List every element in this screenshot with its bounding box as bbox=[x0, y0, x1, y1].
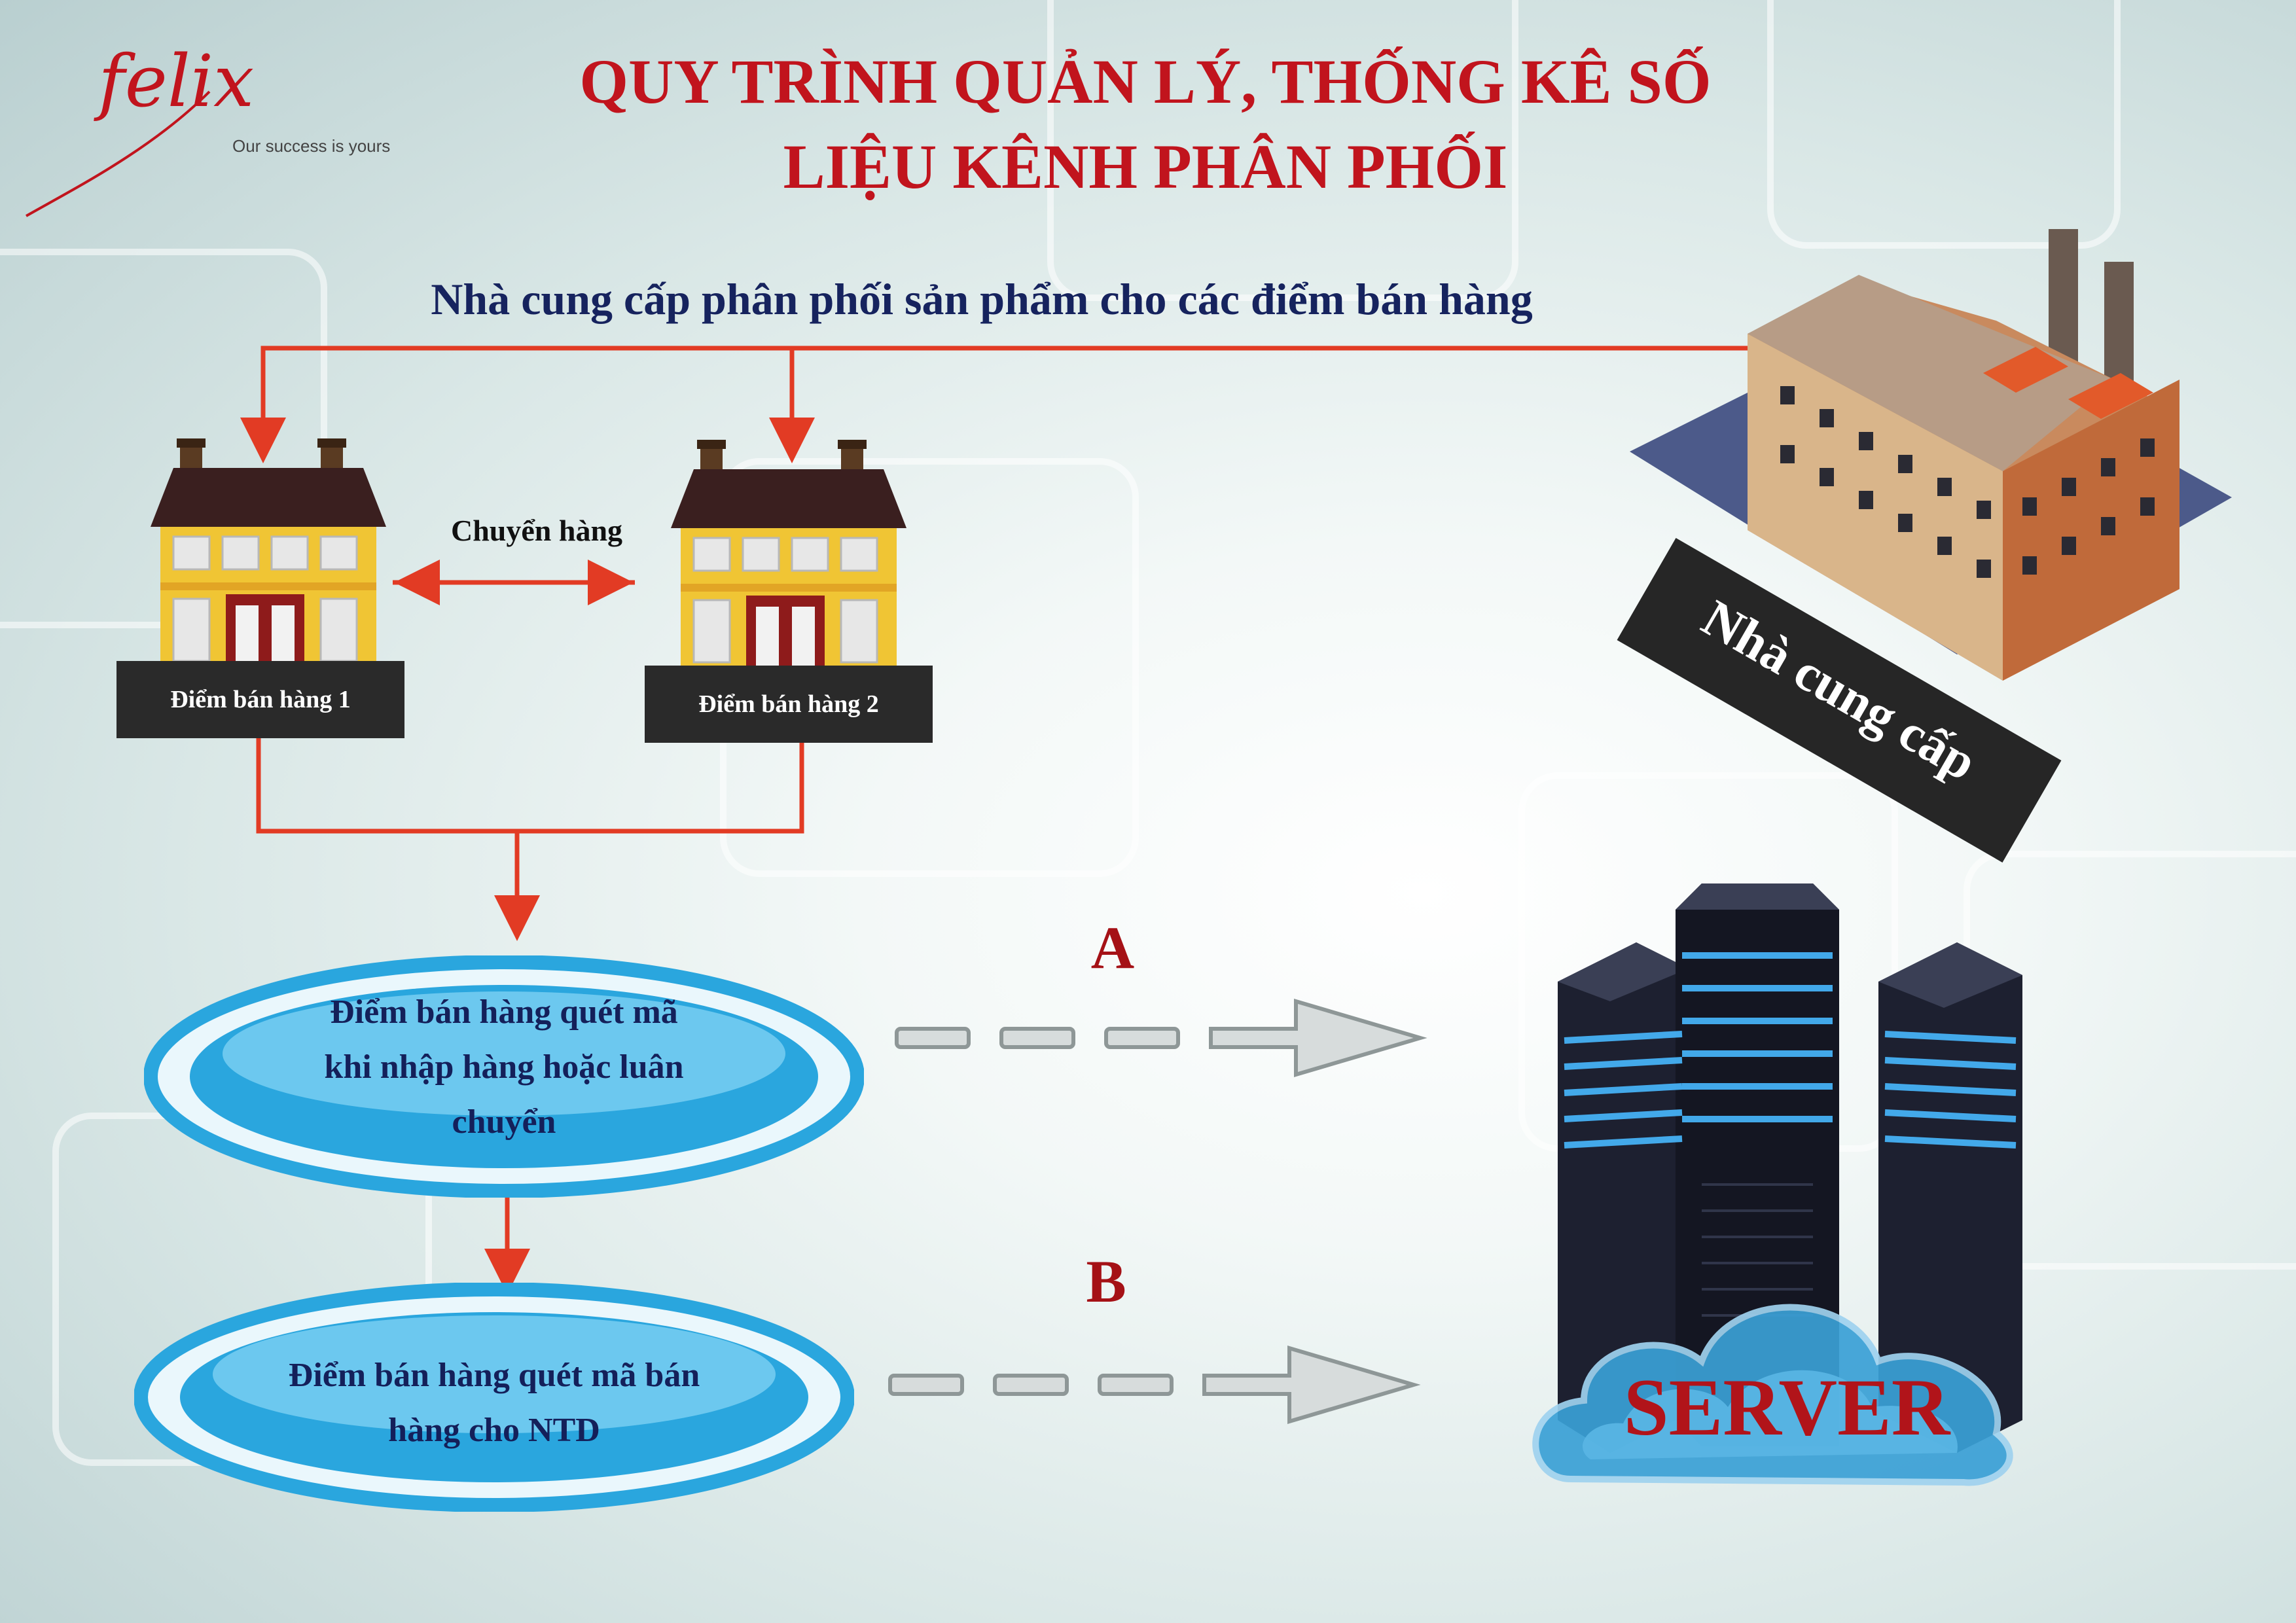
step-a-letter: A bbox=[1090, 914, 1135, 981]
step-a-ellipse bbox=[144, 955, 864, 1198]
step-b-letter: B bbox=[1086, 1248, 1126, 1315]
logo-tagline: Our success is yours bbox=[232, 136, 391, 156]
transfer-label: Chuyển hàng bbox=[450, 514, 623, 547]
step-b-ellipse bbox=[134, 1283, 854, 1512]
shop-2-label: Điểm bán hàng 2 bbox=[645, 666, 933, 743]
step-b-line-1: Điểm bán hàng quét mã bán bbox=[288, 1357, 700, 1394]
logo-swoosh-icon bbox=[26, 90, 211, 217]
flow-caption: Nhà cung cấp phân phối sản phẩm cho các … bbox=[431, 274, 1533, 324]
page-title-line-1: QUY TRÌNH QUẢN LÝ, THỐNG KÊ SỐ bbox=[579, 46, 1712, 116]
step-a-line-3: chuyển bbox=[452, 1103, 556, 1141]
step-b-line-2: hàng cho NTD bbox=[388, 1412, 600, 1449]
step-b-dashed-arrow bbox=[888, 1345, 1421, 1425]
shop-1-label: Điểm bán hàng 1 bbox=[117, 661, 404, 738]
step-a-text: Điểm bán hàng quét mã khi nhập hàng hoặc… bbox=[209, 985, 798, 1150]
step-b-text: Điểm bán hàng quét mã bán hàng cho NTD bbox=[200, 1348, 789, 1458]
house-icon bbox=[671, 440, 906, 666]
cloud-icon bbox=[1532, 1304, 2013, 1486]
bg-decoration bbox=[1767, 0, 2121, 249]
logo-wordmark: felix bbox=[98, 39, 255, 123]
factory-icon bbox=[1630, 229, 2232, 681]
shops-merge-line bbox=[256, 736, 804, 834]
step-a-dashed-arrow bbox=[895, 998, 1427, 1078]
supply-line-to-shop-1 bbox=[240, 346, 1780, 463]
step-a-line-1: Điểm bán hàng quét mã bbox=[330, 993, 678, 1031]
step-a-line-2: khi nhập hàng hoặc luân bbox=[324, 1048, 684, 1086]
page-title-line-2: LIỆU KÊNH PHÂN PHỐI bbox=[783, 132, 1508, 202]
server-label: SERVER bbox=[1623, 1363, 1950, 1452]
server-icon bbox=[1558, 883, 2022, 1453]
house-icon bbox=[151, 438, 386, 664]
bg-decoration bbox=[1047, 0, 1518, 301]
